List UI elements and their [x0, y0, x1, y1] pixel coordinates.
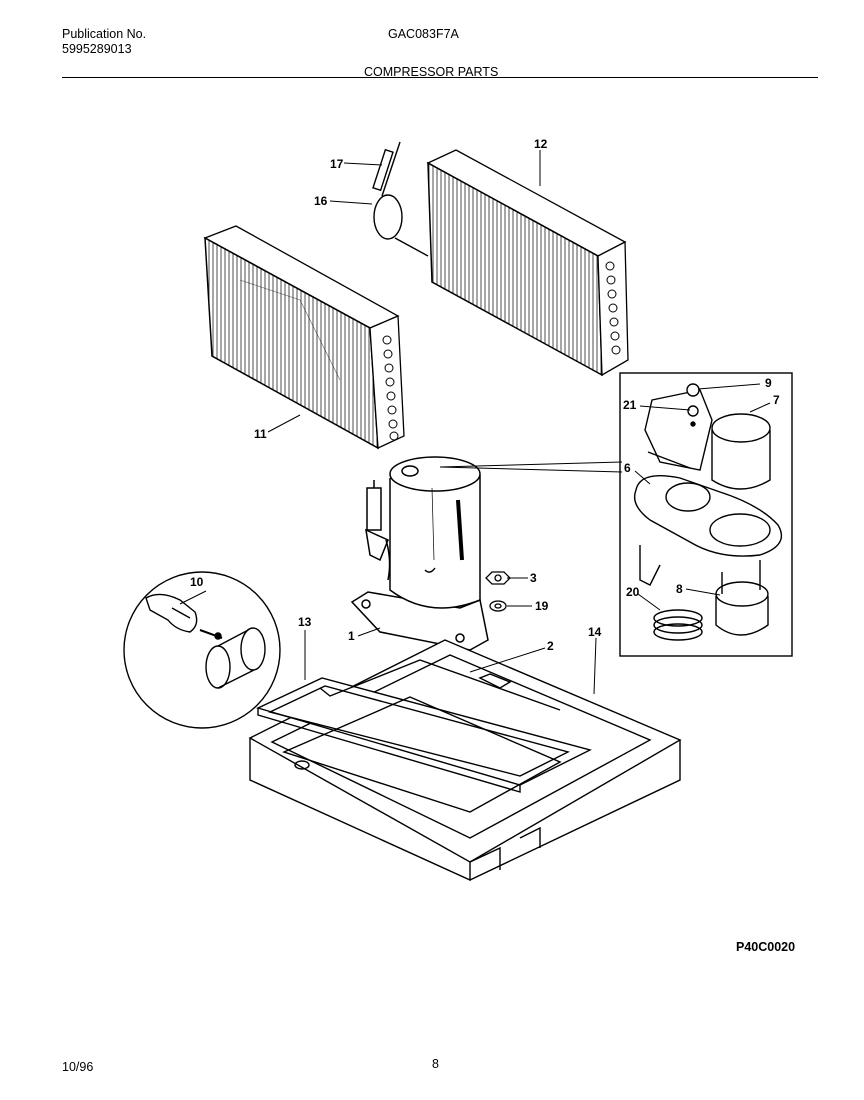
- callout-11: 11: [254, 427, 267, 441]
- drawing-code: P40C0020: [736, 940, 796, 954]
- callout-13: 13: [298, 615, 312, 629]
- detail-circle-part-10: [123, 571, 281, 729]
- callout-19: 19: [535, 599, 549, 613]
- header-rule: [62, 77, 818, 78]
- callout-7: 7: [773, 393, 780, 407]
- callout-2: 2: [547, 639, 554, 653]
- callout-14: 14: [588, 625, 602, 639]
- page-number: 8: [432, 1057, 439, 1071]
- capacitor-detail-inset: [619, 372, 793, 657]
- condenser-coil-left: [203, 225, 405, 450]
- mount-nut-and-washer: [485, 571, 511, 612]
- base-pan-assembly: [248, 639, 682, 882]
- callout-10: 10: [190, 575, 204, 589]
- callout-6: 6: [624, 461, 631, 475]
- model-number: GAC083F7A: [388, 27, 459, 41]
- callout-1: 1: [348, 629, 355, 643]
- callout-16: 16: [314, 194, 328, 208]
- callout-9: 9: [765, 376, 772, 390]
- callout-3: 3: [530, 571, 537, 585]
- evaporator-coil-right: [426, 149, 629, 377]
- callout-17: 17: [330, 157, 344, 171]
- leader-lines: [179, 150, 771, 695]
- callout-21: 21: [623, 398, 637, 412]
- callout-8: 8: [676, 582, 683, 596]
- callout-12: 12: [534, 137, 548, 151]
- capillary-tube-and-sensor: [372, 141, 429, 257]
- publication-label: Publication No.: [62, 27, 147, 41]
- section-title: COMPRESSOR PARTS: [364, 65, 499, 79]
- callout-20: 20: [626, 585, 640, 599]
- compressor: [350, 456, 489, 651]
- publication-number: 5995289013: [62, 42, 132, 56]
- revision-date: 10/96: [62, 1060, 94, 1074]
